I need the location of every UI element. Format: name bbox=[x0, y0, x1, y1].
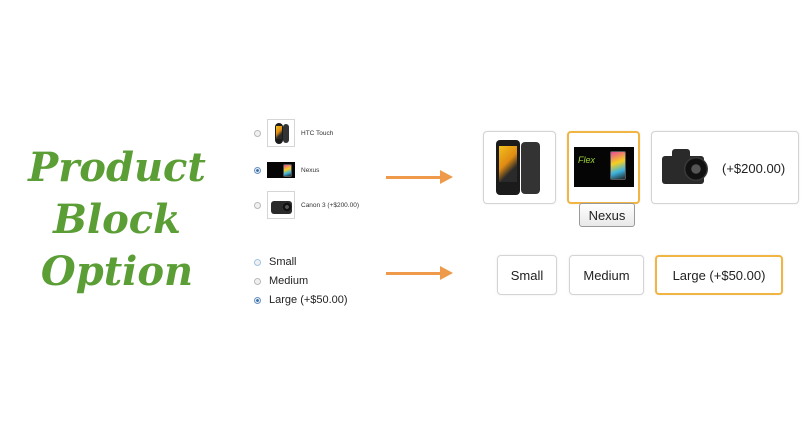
arrow-right-icon bbox=[386, 170, 453, 184]
canon-camera-thumbnail-icon bbox=[267, 191, 295, 219]
size-radio-item-large[interactable]: Large (+$50.00) bbox=[254, 294, 348, 306]
product-block-htc[interactable] bbox=[483, 131, 556, 204]
radio-button[interactable] bbox=[254, 129, 261, 137]
size-radio-label: Medium bbox=[269, 275, 309, 287]
size-block-large[interactable]: Large (+$50.00) bbox=[655, 255, 783, 295]
nexus-thumbnail-icon bbox=[267, 156, 295, 184]
radio-button-checked[interactable] bbox=[254, 166, 261, 174]
product-radio-label: HTC Touch bbox=[301, 129, 334, 137]
radio-button-checked[interactable] bbox=[254, 296, 261, 304]
product-radio-item-nexus[interactable]: Nexus bbox=[254, 156, 319, 184]
product-radio-item-htc[interactable]: HTC Touch bbox=[254, 119, 333, 147]
radio-button[interactable] bbox=[254, 201, 261, 209]
title-line-2: Block bbox=[53, 196, 181, 243]
size-block-medium[interactable]: Medium bbox=[569, 255, 644, 295]
product-radio-label: Nexus bbox=[301, 166, 320, 174]
size-block-small[interactable]: Small bbox=[497, 255, 557, 295]
size-radio-item-small[interactable]: Small bbox=[254, 256, 297, 268]
product-block-option-title: Product Block Option bbox=[22, 142, 212, 298]
product-radio-label: Canon 3 (+$200.00) bbox=[301, 201, 360, 209]
size-radio-label: Small bbox=[269, 256, 297, 268]
size-radio-label: Large (+$50.00) bbox=[269, 294, 348, 306]
size-radio-item-medium[interactable]: Medium bbox=[254, 275, 308, 287]
radio-button[interactable] bbox=[254, 258, 261, 266]
title-line-1: Product bbox=[28, 144, 206, 191]
product-block-canon[interactable]: (+$200.00) bbox=[651, 131, 799, 204]
radio-button[interactable] bbox=[254, 277, 261, 285]
product-tooltip: Nexus bbox=[579, 203, 635, 227]
arrow-right-icon bbox=[386, 266, 453, 280]
product-block-price: (+$200.00) bbox=[722, 160, 786, 176]
product-block-nexus[interactable]: Flex bbox=[567, 131, 640, 204]
htc-touch-thumbnail-icon bbox=[267, 119, 295, 147]
title-line-3: Option bbox=[40, 248, 194, 295]
product-radio-item-canon[interactable]: Canon 3 (+$200.00) bbox=[254, 191, 359, 219]
